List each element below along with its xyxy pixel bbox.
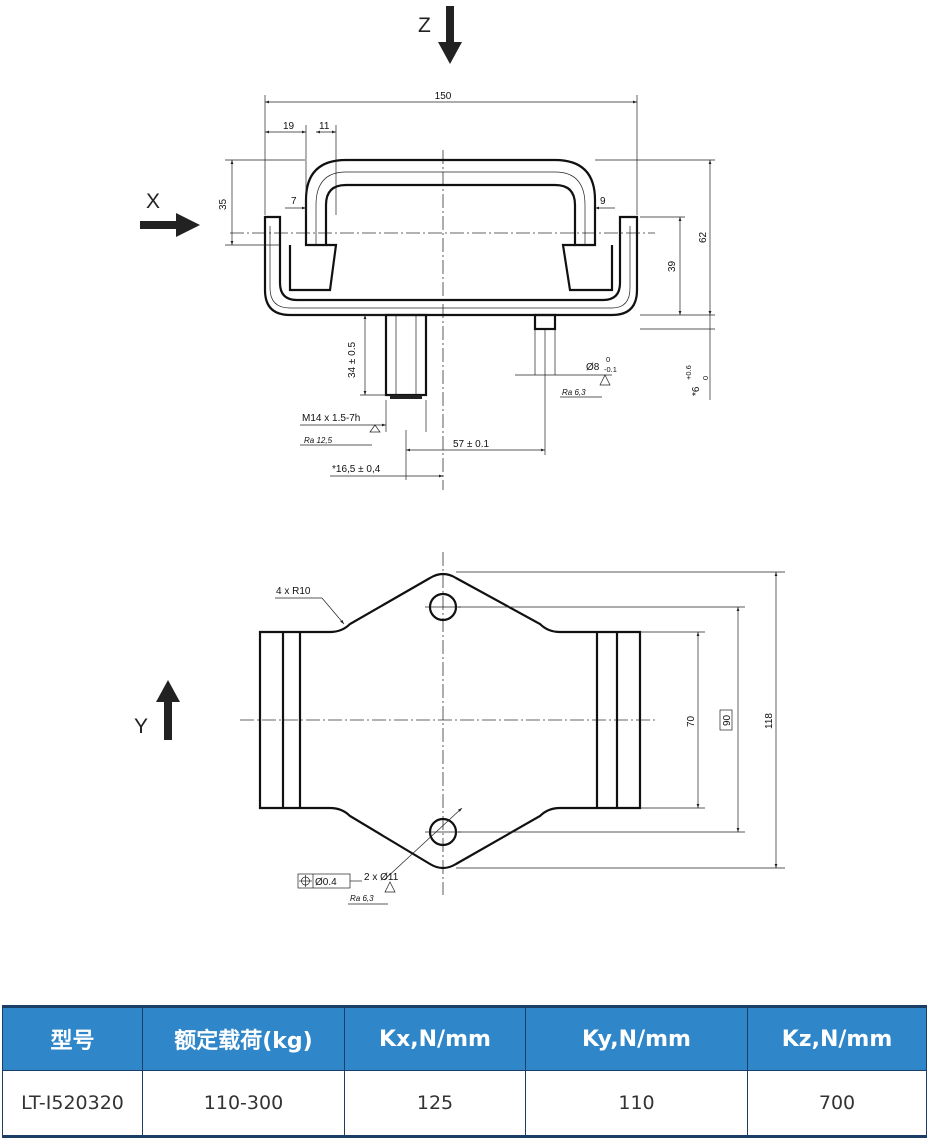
roughness-holes: Ra 6,3 [350, 894, 374, 903]
dim-9: 9 [600, 196, 606, 207]
radius-note: 4 x R10 [276, 586, 311, 597]
top-view: Y [134, 552, 785, 905]
bracket-inner-line [269, 226, 631, 309]
y-direction-arrow [156, 680, 180, 740]
z-axis-label: Z [418, 14, 431, 37]
hole-spec: 2 x Ø11 [364, 872, 399, 883]
dim-pin-tol-lower: -0.1 [604, 365, 617, 374]
dim-6-tol-upper: +0.6 [684, 365, 693, 380]
dim-19: 19 [283, 121, 295, 132]
cell-model: LT-I520320 [2, 1070, 143, 1138]
rubber-element [304, 158, 597, 247]
header-model: 型号 [2, 1005, 143, 1071]
y-axis-label: Y [134, 715, 148, 738]
dim-90-basic: 90 [722, 714, 733, 726]
dim-11: 11 [319, 121, 330, 132]
dim-pin-tol-upper: 0 [606, 355, 610, 364]
dim-7: 7 [291, 196, 297, 207]
z-direction-arrow [438, 6, 462, 64]
front-dimensions [225, 95, 715, 480]
rubber-pad-left [288, 243, 338, 292]
roughness-pin: Ra 6,3 [562, 388, 586, 397]
dim-6-tol-lower: 0 [701, 376, 710, 380]
cell-rated-load: 110-300 [142, 1070, 345, 1138]
dim-39: 39 [667, 260, 678, 272]
dim-pin-diameter: Ø8 [586, 362, 600, 373]
dim-width-150: 150 [435, 91, 452, 102]
dim-118: 118 [764, 713, 775, 729]
cell-ky: 110 [525, 1070, 748, 1138]
dim-62: 62 [698, 231, 709, 243]
thread-spec: M14 x 1.5-7h [302, 413, 360, 424]
header-kx: Kx,N/mm [344, 1005, 526, 1071]
dim-6: *6 [691, 386, 702, 396]
dim-34-tolerance: 34 ± 0.5 [347, 341, 358, 378]
dim-35: 35 [218, 198, 229, 210]
technical-drawing: Z X [134, 6, 785, 905]
dim-57-tolerance: 57 ± 0.1 [453, 439, 490, 450]
dim-70: 70 [686, 715, 697, 727]
bracket-outer-profile [263, 215, 639, 317]
rubber-pad-right [561, 243, 614, 292]
threaded-stud [384, 313, 428, 397]
x-direction-arrow [140, 213, 200, 237]
header-rated-load: 额定载荷(kg) [142, 1005, 345, 1071]
stud-chamfer [390, 395, 422, 399]
roughness-thread: Ra 12,5 [304, 436, 333, 445]
position-tolerance: Ø0.4 [315, 877, 337, 888]
rubber-inner-line [315, 171, 586, 245]
header-ky: Ky,N/mm [525, 1005, 748, 1071]
locating-pin [533, 313, 557, 331]
dim-16-5-tolerance: *16,5 ± 0,4 [332, 464, 381, 475]
table-row: LT-I520320 110-300 125 110 700 [2, 1070, 927, 1138]
cell-kx: 125 [344, 1070, 526, 1138]
spec-table: 型号 额定载荷(kg) Kx,N/mm Ky,N/mm Kz,N/mm LT-I… [2, 1005, 927, 1138]
table-header-row: 型号 额定载荷(kg) Kx,N/mm Ky,N/mm Kz,N/mm [2, 1005, 927, 1071]
front-view: Z X [140, 6, 715, 490]
top-view-dimensions [275, 571, 785, 905]
header-kz: Kz,N/mm [747, 1005, 927, 1071]
x-axis-label: X [146, 190, 160, 213]
cell-kz: 700 [747, 1070, 927, 1138]
